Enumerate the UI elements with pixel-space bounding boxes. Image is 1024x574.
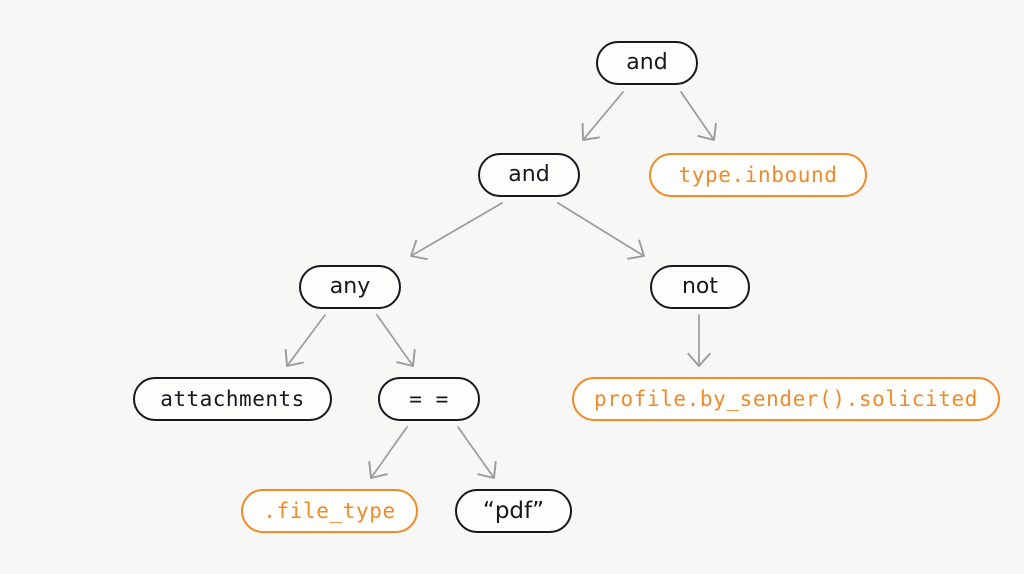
edge-not-to-profile-solicited — [687, 314, 711, 367]
node-not[interactable]: not — [650, 265, 750, 309]
node-pdf[interactable]: “pdf” — [455, 489, 572, 533]
node-label-and-root: and — [626, 50, 668, 75]
edge-and-root-to-and-child — [581, 91, 624, 141]
node-label-profile-solicited: profile.by_sender().solicited — [593, 386, 979, 411]
node-label-any: any — [329, 274, 371, 299]
node-label-attachments: attachments — [160, 386, 305, 411]
edge-and-child-to-not — [557, 202, 645, 260]
edge-any-to-equals — [376, 314, 416, 367]
node-file-type[interactable]: .file_type — [241, 489, 418, 533]
node-type-inbound[interactable]: type.inbound — [649, 153, 867, 197]
edge-any-to-attachments — [284, 314, 326, 367]
node-any[interactable]: any — [299, 265, 401, 309]
node-attachments[interactable]: attachments — [133, 377, 332, 421]
edge-equals-to-file-type — [368, 426, 408, 479]
node-label-pdf: “pdf” — [482, 497, 545, 524]
node-and-root[interactable]: and — [596, 41, 698, 85]
edge-and-root-to-type-inbound — [680, 91, 717, 141]
node-label-not: not — [681, 274, 719, 299]
node-label-and-child: and — [508, 162, 550, 187]
node-label-type-inbound: type.inbound — [678, 162, 838, 187]
edge-and-child-to-any — [410, 202, 503, 261]
node-profile-solicited[interactable]: profile.by_sender().solicited — [572, 377, 1000, 421]
node-equals[interactable]: = = — [378, 377, 480, 421]
node-label-file-type: .file_type — [263, 498, 396, 523]
edge-equals-to-pdf — [457, 426, 497, 479]
node-and-child[interactable]: and — [478, 153, 580, 197]
node-label-equals: = = — [409, 386, 449, 411]
